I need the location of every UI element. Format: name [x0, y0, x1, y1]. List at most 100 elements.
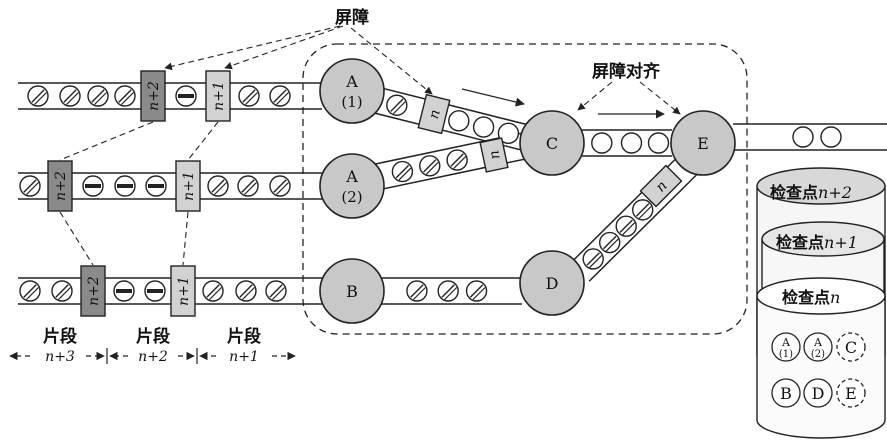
record-bar — [114, 175, 136, 197]
record-slash — [269, 85, 291, 107]
operator-name: A — [345, 72, 358, 91]
segment-index-1: n+3 — [45, 349, 75, 365]
segment-index-3: n+1 — [229, 349, 259, 365]
barrier-label: n+2 — [86, 276, 102, 306]
barrier-pointer-1 — [164, 25, 341, 71]
barrier-label: n+1 — [181, 171, 197, 201]
stream-b-d — [380, 277, 522, 305]
segment-title-1: 片段 — [43, 326, 77, 347]
record-slash — [27, 85, 49, 107]
snapshot-a1: A(1) — [771, 332, 801, 362]
barrier-pointer-2 — [224, 25, 344, 70]
barrier-title: 屏障 — [335, 7, 369, 28]
checkpoint-cylinder-back-top — [756, 167, 886, 205]
record-empty — [497, 122, 520, 145]
barrier-a1-c: n — [417, 93, 451, 135]
segment-index-2: n+2 — [138, 349, 168, 365]
barrier-guides — [59, 25, 748, 335]
barrier-row1-a: n+2 — [140, 70, 166, 122]
barrier-d-e: n — [639, 164, 683, 208]
snapshot-d: D — [803, 378, 833, 408]
record-slash — [202, 280, 224, 302]
operator-subtask: (1) — [341, 93, 362, 111]
barrier-a2-c: n — [479, 137, 509, 173]
stream-e-out — [733, 123, 887, 151]
record-slash — [19, 280, 41, 302]
operator-subtask: (2) — [341, 188, 362, 206]
record-slash — [582, 248, 604, 270]
barrier-guide-3 — [59, 211, 94, 266]
checkpoint-label-2: 检查点n+1 — [776, 233, 858, 252]
barrier-guide-2 — [187, 121, 219, 161]
record-empty — [472, 116, 495, 138]
snapshot-name: A — [781, 336, 791, 349]
record-slash — [465, 280, 488, 302]
record-empty — [647, 132, 670, 154]
snapshot-e: E — [836, 378, 866, 408]
record-slash — [87, 85, 109, 107]
record-slash — [235, 280, 257, 302]
barrier-pointer-3 — [350, 27, 433, 95]
record-empty — [591, 132, 613, 154]
record-empty — [448, 110, 470, 132]
operator-c: C — [519, 110, 585, 176]
record-slash — [391, 160, 414, 183]
barrier-guide-4 — [182, 211, 189, 266]
segment-title-2: 片段 — [136, 326, 170, 347]
record-slash — [406, 280, 428, 302]
record-empty — [820, 126, 842, 148]
barrier-label: n — [486, 149, 504, 161]
record-slash — [237, 175, 259, 197]
snapshot-a2: A(2) — [803, 332, 833, 362]
align-pointer-2 — [639, 81, 681, 115]
barrier-row1-b: n+1 — [205, 70, 231, 122]
flow-arrow-a1-c — [461, 88, 525, 107]
record-slash — [615, 215, 637, 237]
operator-a2: A(2) — [319, 153, 385, 219]
record-slash — [59, 85, 81, 107]
barrier-label: n+2 — [146, 81, 162, 111]
barrier-row2-a: n+2 — [47, 160, 73, 212]
record-slash — [419, 155, 441, 177]
snapshot-name: C — [845, 338, 857, 357]
record-slash — [599, 231, 621, 254]
barrier-align-title: 屏障对齐 — [592, 61, 661, 82]
record-slash — [207, 175, 229, 197]
operator-name: D — [546, 274, 559, 293]
snapshot-name: E — [845, 384, 857, 403]
record-empty — [620, 132, 643, 154]
operator-name: B — [346, 282, 358, 301]
snapshot-name: B — [780, 384, 792, 403]
barrier-row2-b: n+1 — [175, 160, 201, 212]
record-slash — [437, 280, 459, 302]
snapshot-subtask: (2) — [811, 349, 825, 360]
record-bar — [113, 280, 135, 302]
record-bar — [144, 280, 166, 302]
stream-c-e — [582, 129, 672, 157]
barrier-label: n+1 — [211, 81, 227, 111]
barrier-row3-b: n+1 — [170, 265, 196, 317]
record-slash — [19, 175, 41, 197]
checkpoint-cylinder-front-top — [756, 277, 886, 315]
barrier-label: n+1 — [176, 276, 192, 306]
stream-row-3 — [18, 277, 322, 305]
snapshot-name: A — [813, 336, 823, 349]
record-slash — [51, 280, 73, 302]
record-empty — [792, 126, 814, 148]
barrier-guide-1 — [59, 121, 154, 161]
snapshot-b: B — [771, 378, 801, 408]
operator-e: E — [670, 110, 736, 176]
stream-row-1 — [18, 82, 322, 110]
snapshot-subtask: (1) — [779, 349, 793, 360]
operators: A (1) A(2) B C D E — [319, 58, 736, 324]
operator-name: C — [546, 134, 558, 153]
record-bar — [82, 175, 104, 197]
streams: n+2 n+1 n+2 n+1 n+2 n+1 n n n — [18, 70, 887, 317]
operator-b: B — [319, 258, 385, 324]
operator-name: E — [697, 134, 709, 153]
record-slash — [632, 199, 654, 221]
